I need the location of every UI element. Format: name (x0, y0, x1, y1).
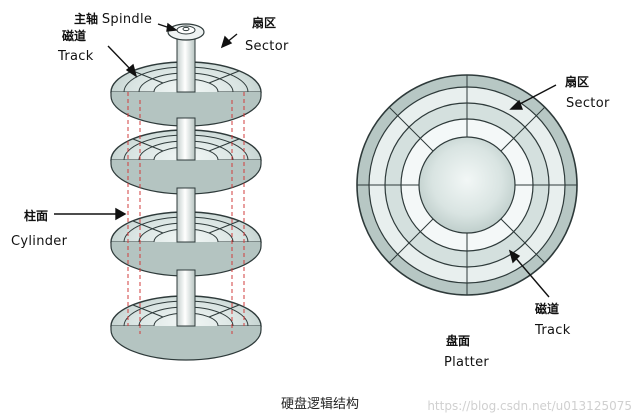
watermark: https://blog.csdn.net/u013125075 (427, 399, 632, 413)
spindle-label-cn: 主轴 (74, 12, 99, 26)
track-label-left-en: Track (58, 49, 94, 64)
spindle-label: 主轴 Spindle (74, 12, 152, 27)
sector-label-right-cn: 扇区 (565, 75, 590, 89)
spindle (167, 23, 205, 327)
spindle-label-en: Spindle (101, 12, 153, 27)
diagram-caption: 硬盘逻辑结构 (280, 397, 359, 412)
annotation-arrows-left (54, 22, 238, 221)
track-label-right-cn: 磁道 (535, 302, 560, 316)
track-label-right-en: Track (535, 323, 571, 338)
cylinder-label-cn: 柱面 (24, 209, 49, 223)
platter-label-en: Platter (444, 355, 490, 370)
track-label-left-cn: 磁道 (62, 29, 87, 43)
sector-label-left-cn: 扇区 (252, 16, 277, 30)
platter-label-cn: 盘面 (446, 334, 471, 348)
platter-4 (110, 295, 262, 361)
sector-label-right-en: Sector (566, 96, 610, 111)
platter-stack (110, 23, 262, 361)
platter-top-view (356, 74, 578, 296)
cylinder-dashed-outline (127, 92, 245, 334)
annotation-arrows-right (508, 84, 557, 298)
cylinder-label-en: Cylinder (11, 234, 68, 249)
sector-label-left-en: Sector (245, 39, 289, 54)
